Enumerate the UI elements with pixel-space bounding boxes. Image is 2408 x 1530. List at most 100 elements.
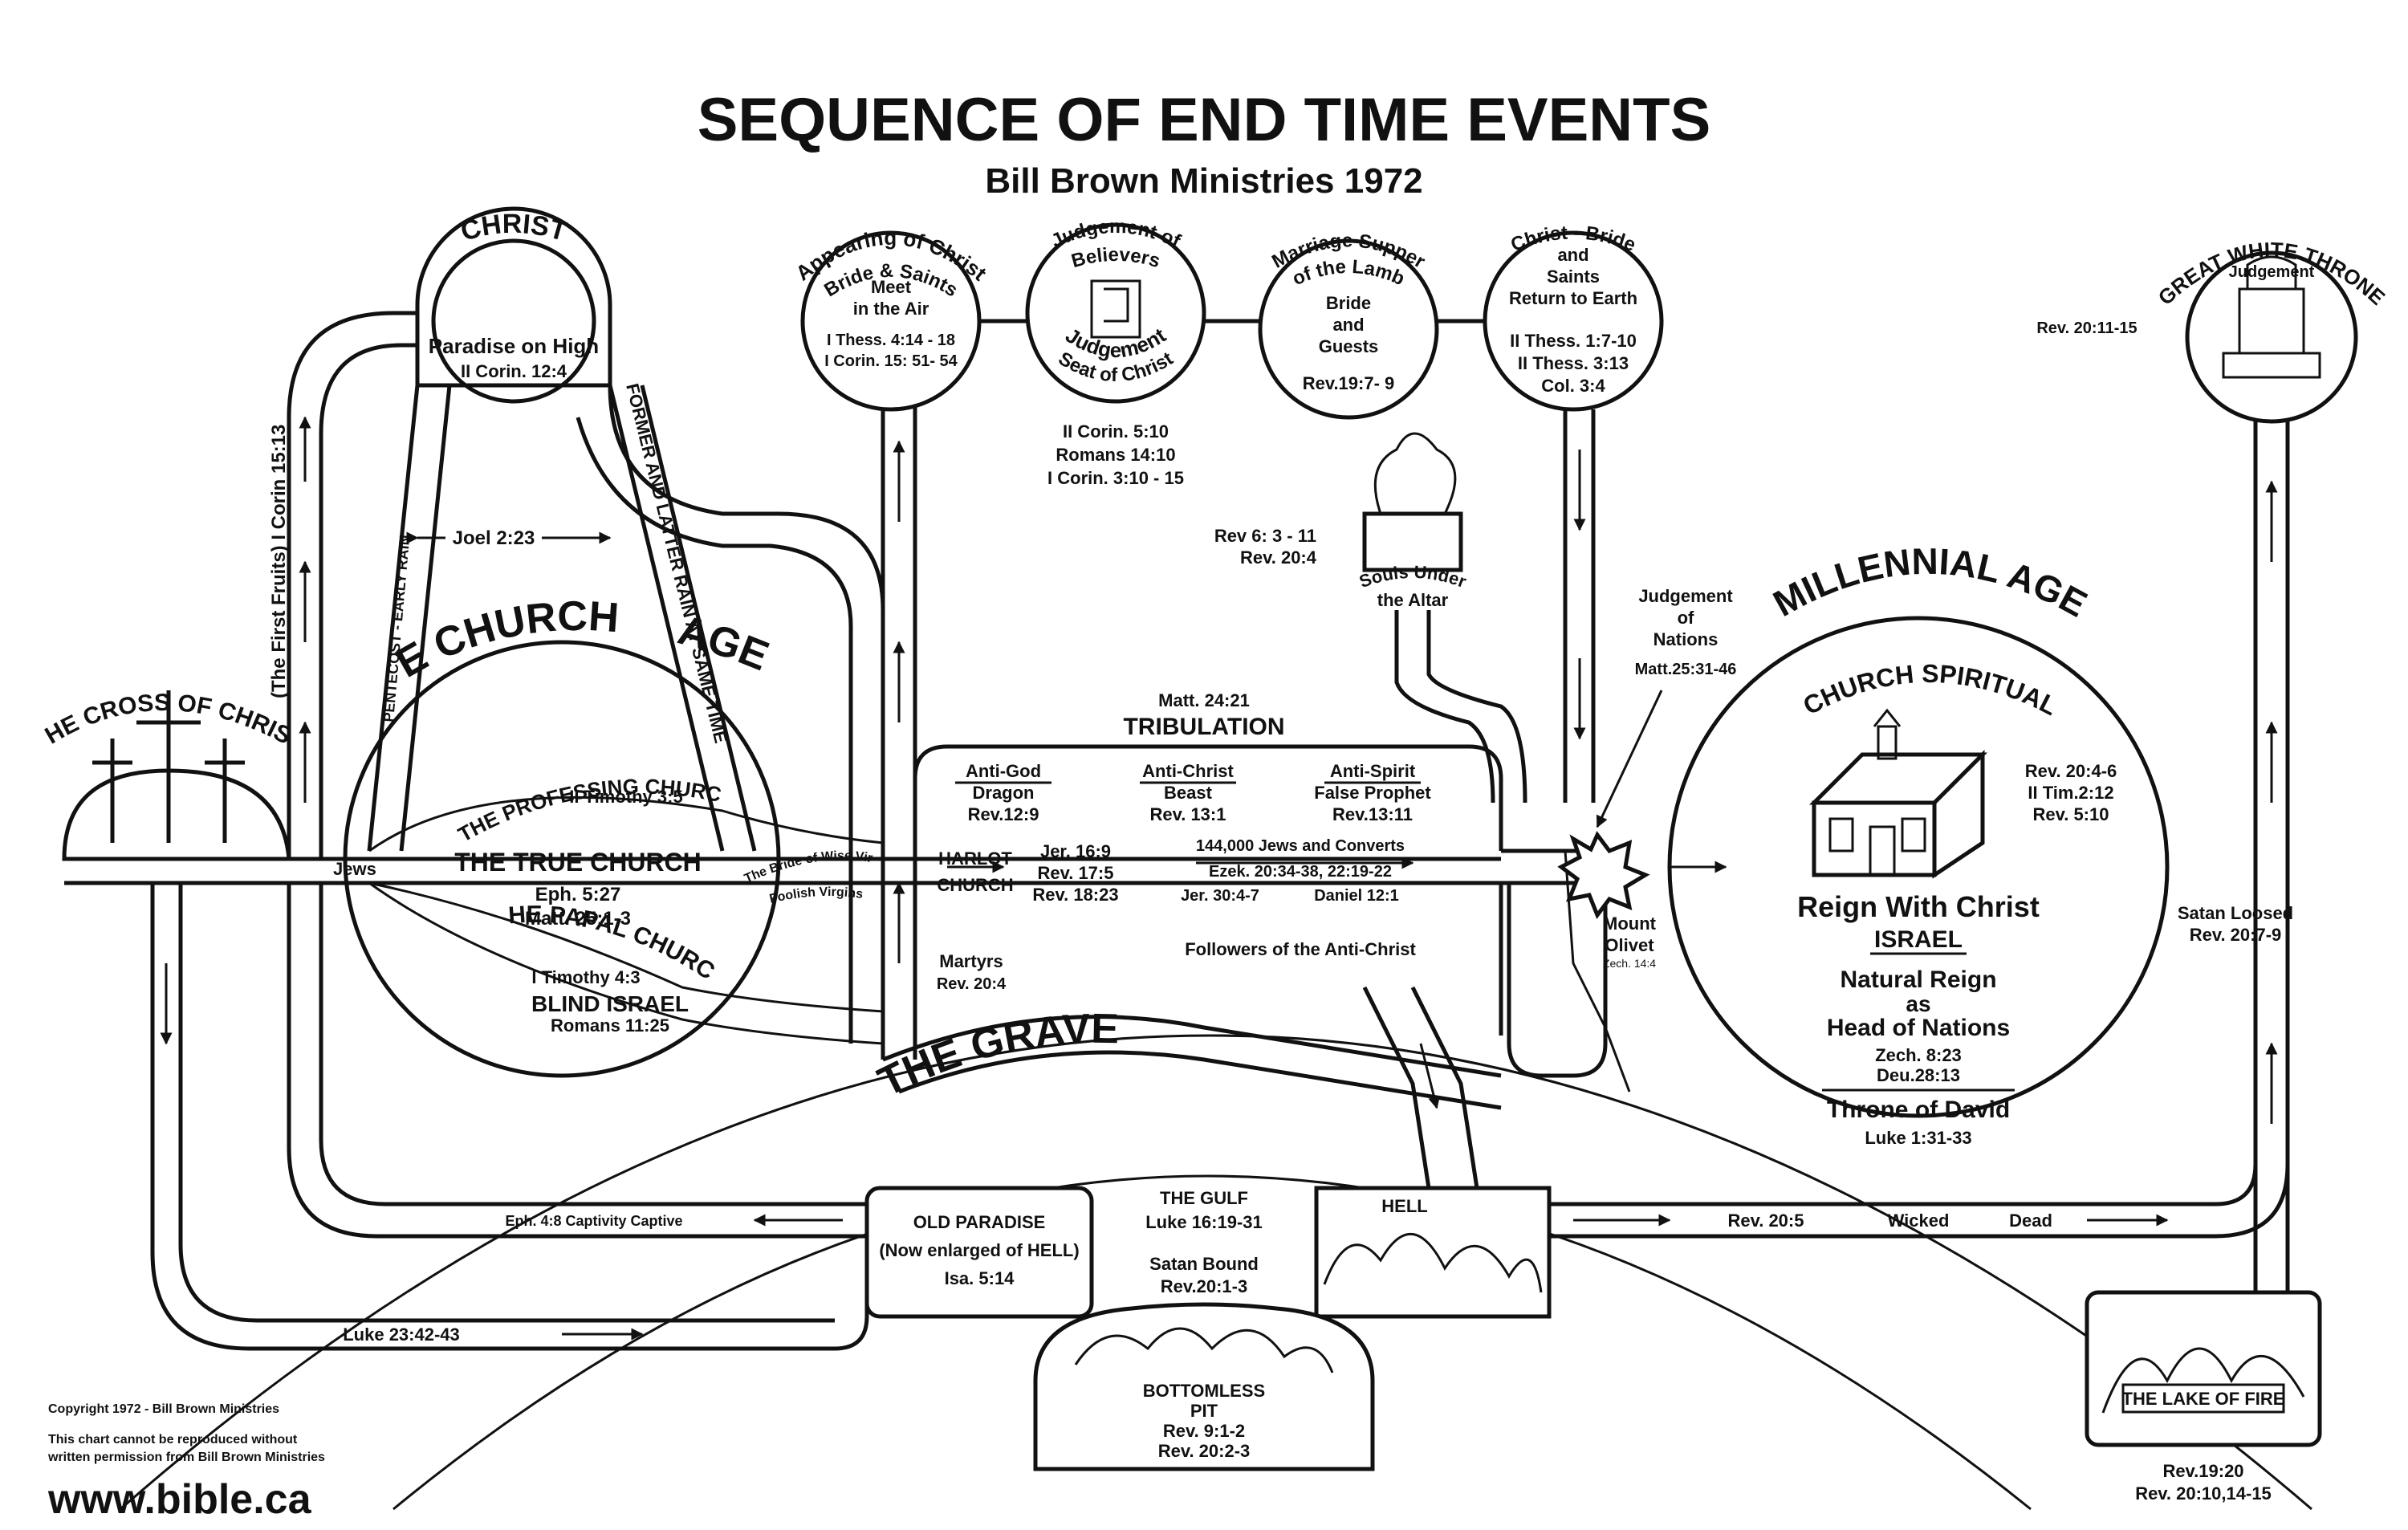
hell-label: HELL [1381, 1196, 1427, 1216]
appearing-line2: in the Air [853, 299, 929, 319]
jews144-label: 144,000 Jews and Converts [1196, 837, 1405, 855]
jews-label: Jews [333, 859, 376, 879]
tribulation-col-2-line-2: Beast [1164, 783, 1213, 803]
true-church-ref2: Matt. 25:1-3 [525, 908, 631, 930]
judgement-ref2: Romans 14:10 [1056, 445, 1175, 465]
professing-ref: II Timothy 3:5 [569, 787, 682, 807]
early-rain-label: PENTECOST - EARLY RAIN [380, 534, 413, 722]
return-ref2: II Thess. 3:13 [1518, 353, 1629, 373]
return-line2: Saints [1547, 267, 1600, 287]
blind-stream [368, 881, 884, 1045]
paradise-ref: II Corin. 12:4 [461, 361, 567, 381]
return-channel [1563, 409, 1596, 803]
first-fruits-label: (The First Fruits) I Corin 15:13 [268, 425, 290, 698]
followers-channel [1362, 986, 1479, 1189]
gwt-ref: Rev. 20:11-15 [2036, 319, 2137, 337]
gulf-2: Luke 16:19-31 [1145, 1212, 1263, 1232]
early-rain-channel [367, 385, 452, 852]
true-church-label: THE TRUE CHURCH [454, 848, 702, 877]
pit-2: PIT [1190, 1401, 1218, 1421]
notice-line1: This chart cannot be reproduced without [48, 1433, 298, 1447]
judgement-seat-icon [1090, 279, 1141, 339]
throne-label: Throne of David [1827, 1097, 2010, 1123]
lake-of-fire: THE LAKE OF FIRE Rev.19:20 Rev. 20:10,14… [2085, 1290, 2322, 1504]
return-ref3: Col. 3:4 [1541, 376, 1605, 396]
appearing-line1: Meet [871, 277, 912, 297]
mount-line1: Mount [1603, 914, 1657, 934]
rev18-ref: Rev. 18:23 [1032, 885, 1118, 905]
appearing-ref1: I Thess. 4:14 - 18 [827, 332, 955, 349]
millennial-ref1: Rev. 20:4-6 [2025, 761, 2117, 781]
judgement-ref1: II Corin. 5:10 [1063, 421, 1169, 442]
blind-ref: Romans 11:25 [551, 1015, 669, 1036]
marriage-ref: Rev.19:7- 9 [1303, 373, 1395, 393]
eph-ref: Eph. 4:8 Captivity Captive [505, 1213, 682, 1229]
tribulation-lower [913, 883, 1503, 1036]
gwt-channel [2253, 421, 2290, 1292]
lake-ref1: Rev.19:20 [2162, 1461, 2243, 1481]
tribulation-label: TRIBULATION [1123, 714, 1284, 740]
marriage-line1: Bride [1326, 293, 1371, 313]
appearing-ref2: I Corin. 15: 51- 54 [824, 352, 958, 370]
chart-title: SEQUENCE OF END TIME EVENTS [698, 86, 1711, 154]
lake-label: THE LAKE OF FIRE [2122, 1389, 2285, 1409]
old-paradise-3: Isa. 5:14 [945, 1268, 1015, 1288]
flow-arrows [160, 416, 2278, 1341]
old-paradise-1: OLD PARADISE [913, 1212, 1046, 1232]
earth-arc-outer [120, 1034, 2312, 1511]
old-paradise-box [864, 1186, 1094, 1319]
svg-text:AGE: AGE [673, 607, 775, 680]
cross-of-christ: THE CROSS OF CHRIST [0, 0, 295, 861]
paradise-label: Paradise on High [429, 334, 599, 358]
harlot-label2: CHURCH [937, 875, 1013, 895]
wicked-label: Wicked [1888, 1211, 1950, 1231]
marriage-line2: and [1332, 315, 1364, 335]
true-church-ref1: Eph. 5:27 [535, 884, 621, 905]
copyright-text: Copyright 1972 - Bill Brown Ministries [48, 1402, 279, 1416]
millennial-ref2: II Tim.2:12 [2028, 783, 2113, 803]
judgement-circle: Judgement of Believers Judgement Seat of… [1025, 216, 1206, 488]
tribulation-col-2-line-3: Rev. 13:1 [1150, 804, 1226, 824]
paradise-lower-channel [287, 883, 867, 1239]
site-url[interactable]: www.bible.ca [47, 1476, 312, 1523]
jer-ref: Jer. 16:9 [1040, 841, 1111, 861]
svg-text:MILLENNIAL AGE: MILLENNIAL AGE [1767, 540, 2094, 625]
luke23-ref: Luke 23:42-43 [343, 1325, 460, 1345]
former-latter-label: FORMER AND LATTER RAIN AT SAME TIME [622, 381, 731, 745]
return-circle: Christ - Bride and Saints Return to Eart… [1483, 222, 1664, 412]
tribulation-box [913, 744, 1503, 851]
tribulation-col-1-line-1: Anti-God [966, 761, 1041, 781]
souls-ref2: Rev. 20:4 [1240, 547, 1317, 568]
judgement-ref3: I Corin. 3:10 - 15 [1047, 468, 1184, 488]
joel-label: Joel 2:23 [453, 527, 535, 549]
return-line3: Return to Earth [1509, 288, 1637, 308]
return-line1: and [1557, 245, 1588, 265]
gulf-1: THE GULF [1160, 1188, 1248, 1208]
papal-stream [368, 881, 884, 1013]
hell-box: HELL [1314, 1186, 1552, 1319]
martyrs-ref: Rev. 20:4 [937, 975, 1007, 993]
church-age-frame [576, 385, 885, 1060]
pit-1: BOTTOMLESS [1143, 1381, 1265, 1401]
followers-label: Followers of the Anti-Christ [1185, 939, 1416, 959]
israel-label: ISRAEL [1874, 926, 1963, 953]
tribulation-col-1-line-3: Rev.12:9 [968, 804, 1039, 824]
nations-line1: Judgement [1638, 586, 1733, 606]
reign-label: Reign With Christ [1797, 890, 2040, 923]
nations-ref: Matt.25:31-46 [1635, 661, 1737, 678]
natural-line2: as [1906, 991, 1930, 1016]
tribulation-col-1-line-2: Dragon [973, 783, 1035, 803]
first-fruits-channel [287, 311, 417, 859]
grave-label: THE GRAVE [871, 1006, 1119, 1106]
svg-text:THE GRAVE: THE GRAVE [871, 1006, 1119, 1106]
luke-channel [150, 883, 869, 1351]
millennial-ref3: Rev. 5:10 [2033, 804, 2109, 824]
mount-olivet [1564, 850, 1631, 1093]
mount-line2: Olivet [1605, 935, 1654, 955]
pit-3: Rev. 9:1-2 [1163, 1421, 1245, 1441]
papal-ref: I Timothy 4:3 [531, 967, 640, 987]
lake-ref2: Rev. 20:10,14-15 [2135, 1483, 2272, 1504]
nations-line2: of [1678, 608, 1694, 628]
olivet-return-loop [1507, 883, 1608, 1078]
